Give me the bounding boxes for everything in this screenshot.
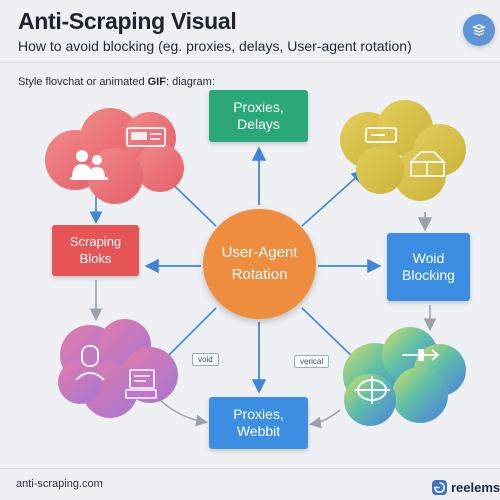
diagram-canvas: [45, 100, 466, 429]
arrow-rotation-cloud-to-bottom: [309, 409, 341, 429]
right-box-line1: Woid: [412, 249, 445, 266]
bottom-box-line1: Proxies,: [233, 405, 284, 422]
arrow-hub-to-person-cloud: [159, 307, 217, 365]
bottom-box-line2: Webbit: [236, 423, 281, 439]
reelems-logo-icon: [432, 480, 447, 495]
proxies-webbit-box[interactable]: Proxies,Webbit: [209, 397, 308, 449]
top-box-line2: Delays: [237, 116, 280, 132]
proxies-delays-box[interactable]: Proxies,Delays: [209, 90, 308, 142]
arrow-hub-to-rotation-cloud: [301, 307, 361, 365]
arrow-hub-to-server-cloud: [301, 169, 365, 227]
person-cloud: [58, 319, 178, 418]
top-box-line1: Proxies,: [233, 98, 284, 115]
hub-line2: Rotation: [231, 266, 288, 283]
brand-name: reelems: [451, 480, 500, 495]
rotation-cloud: [343, 327, 466, 426]
footer-url[interactable]: anti-scraping.com: [16, 478, 103, 490]
server-icon: [365, 127, 446, 177]
user-cloud: [45, 108, 184, 204]
user-group-icon: [70, 150, 108, 180]
verical-tag: verical: [294, 355, 330, 368]
style-note: Style flovchat or animated GIF: diagram:: [18, 76, 215, 88]
person-screen-icon: [75, 345, 157, 399]
page-title: Anti-Scraping Visual: [18, 8, 237, 34]
server-cloud: [340, 100, 466, 201]
rotation-icon: [354, 349, 440, 404]
header-divider: [0, 62, 500, 63]
layers-icon[interactable]: [463, 14, 495, 46]
connector-arrows: [89, 146, 437, 429]
footer-divider: [0, 468, 500, 469]
brand[interactable]: reelems: [432, 480, 500, 495]
left-box-line2: Bloks: [79, 250, 112, 266]
card-icon: [126, 127, 166, 147]
hub-line1: User-Agent: [221, 244, 298, 262]
void-tag: void: [192, 353, 219, 366]
left-box-line1: Scraping: [69, 234, 122, 250]
arrow-person-cloud-to-bottom: [159, 399, 208, 427]
page-subtitle: How to avoid blocking (eg. proxies, dela…: [18, 38, 412, 54]
right-box-line2: Blocking: [402, 267, 455, 283]
